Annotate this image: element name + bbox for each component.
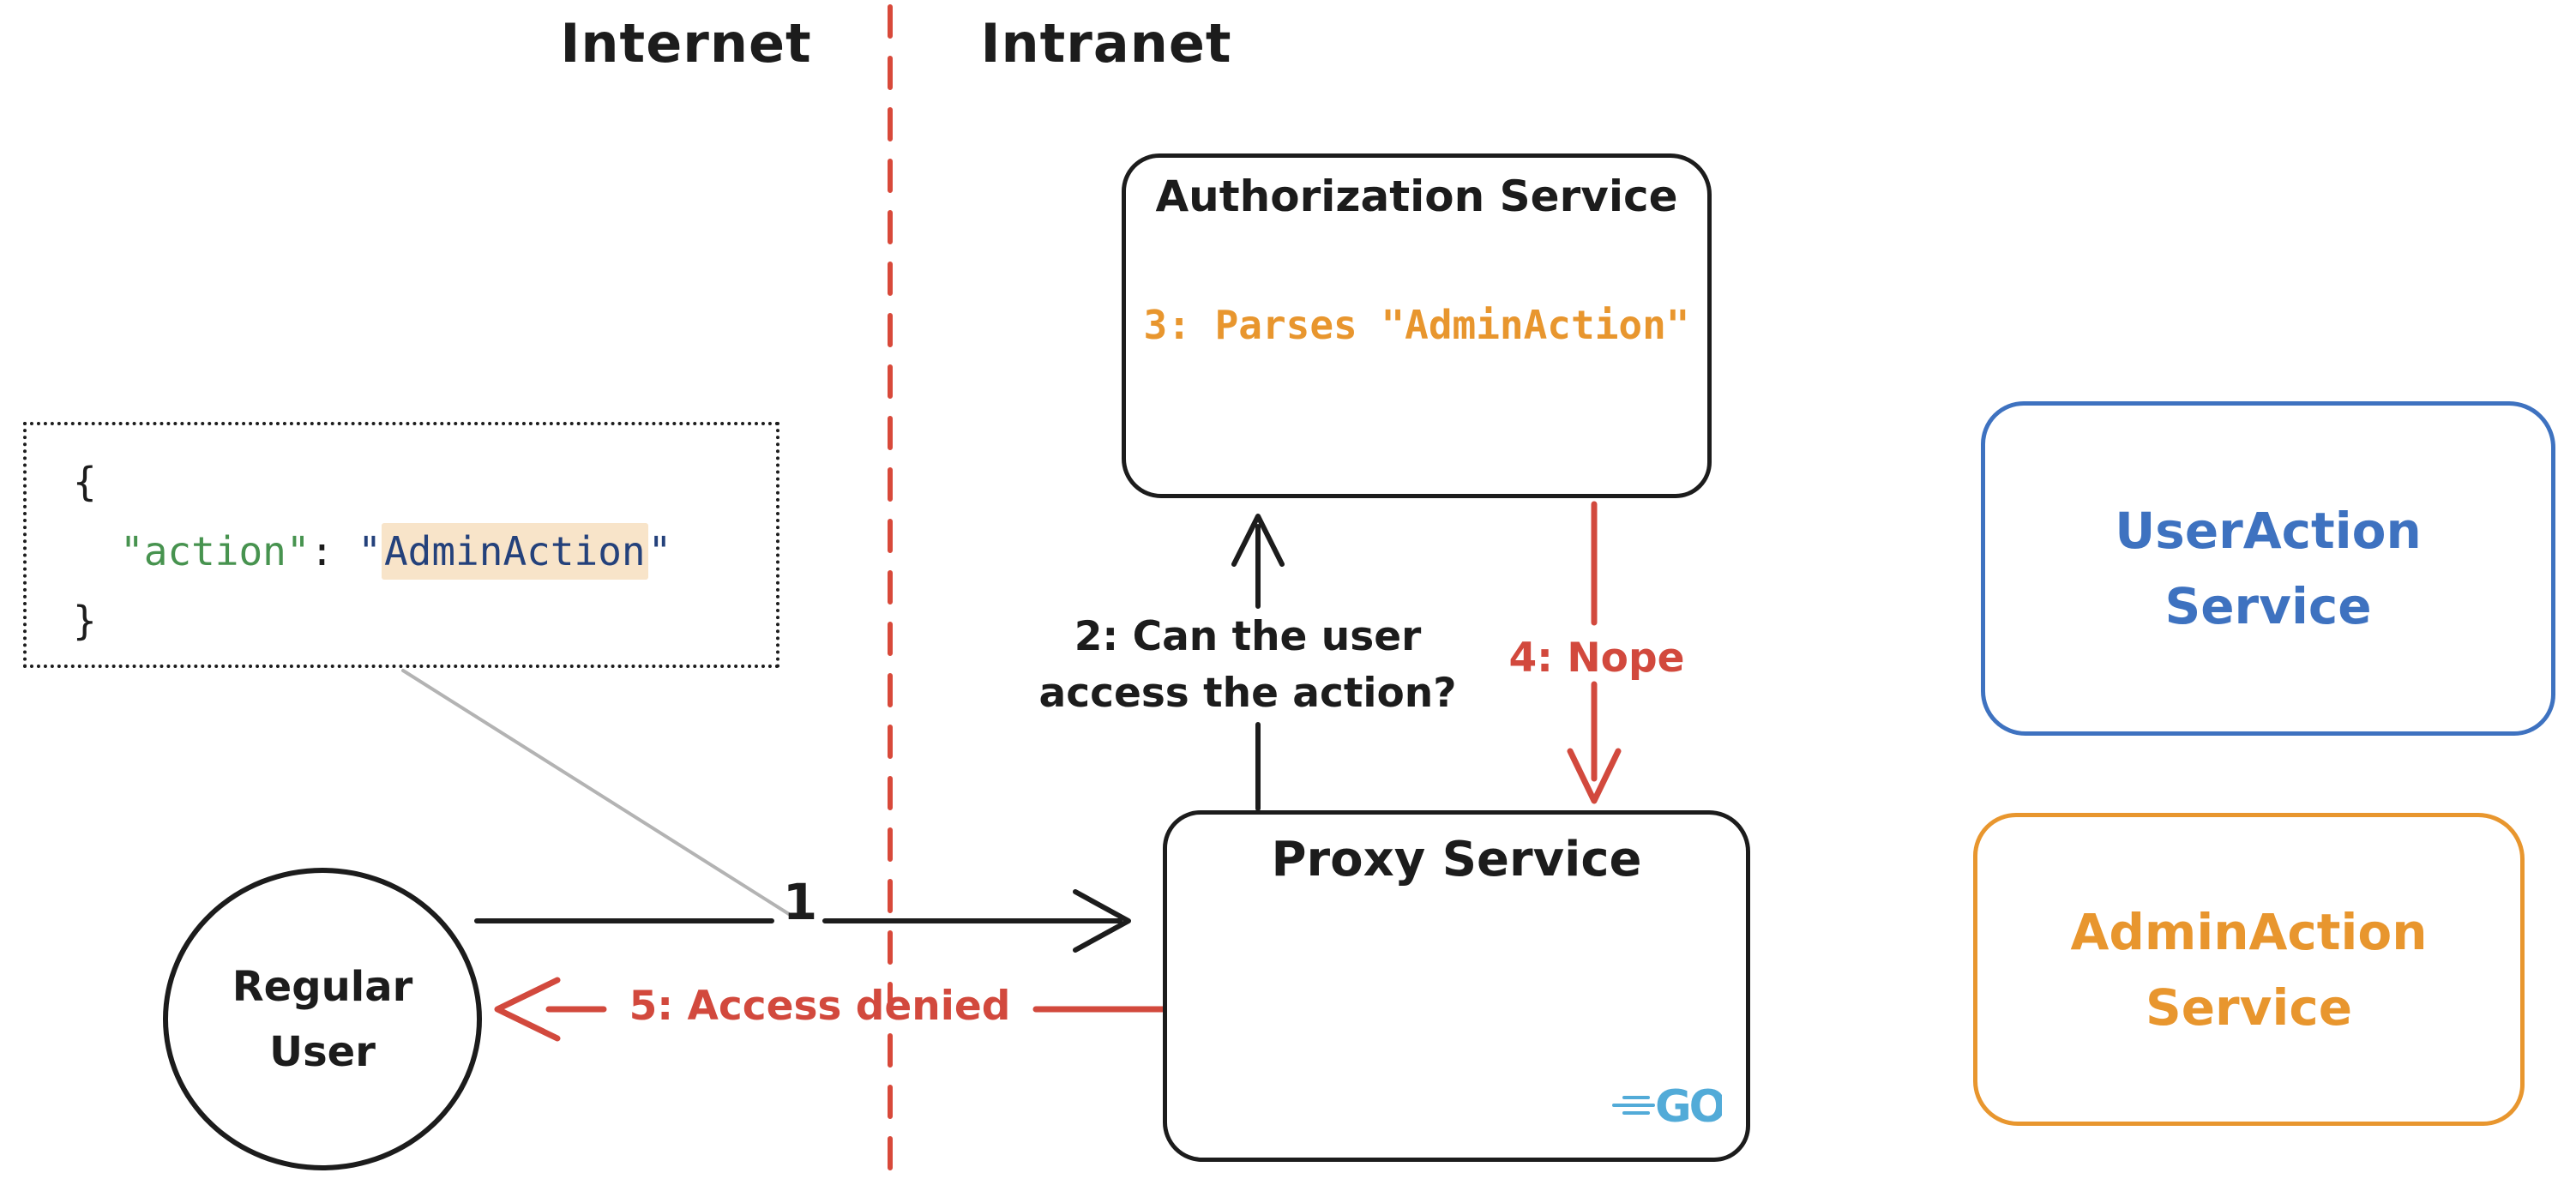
payload-close-brace: } (73, 598, 97, 644)
internet-zone-label: Internet (560, 12, 812, 75)
authorization-service-title: Authorization Service (1155, 171, 1678, 221)
step2-label: 2: Can the user access the action? (1016, 609, 1479, 722)
arrow-4-head (1567, 748, 1622, 804)
payload-close-quote: " (647, 528, 672, 574)
arrow-5-head (494, 977, 561, 1042)
payload-open-quote: " (358, 528, 382, 574)
payload-connector-line (401, 669, 791, 916)
useraction-service-label-line1: UserAction (2115, 502, 2422, 560)
go-language-logo-icon: GO (1612, 1081, 1722, 1132)
proxy-service-title: Proxy Service (1271, 832, 1642, 887)
regular-user-node: Regular User (163, 868, 482, 1170)
payload-open-brace: { (73, 459, 97, 505)
payload-line-open: { (73, 448, 776, 517)
payload-colon: : (310, 528, 334, 574)
adminaction-service-label-line1: AdminAction (2070, 902, 2428, 961)
go-logo-text: GO (1655, 1081, 1722, 1132)
intranet-zone-label: Intranet (980, 12, 1232, 75)
arrow-2-head (1231, 514, 1285, 567)
arrow-1-head (1073, 889, 1131, 953)
payload-key: "action" (120, 528, 310, 574)
adminaction-service-label-line2: Service (2145, 977, 2353, 1037)
step2-label-line2: access the action? (1038, 670, 1457, 717)
useraction-service-node: UserAction Service (1981, 401, 2555, 736)
proxy-service-node: Proxy Service GO (1163, 810, 1750, 1162)
useraction-service-label-line2: Service (2164, 577, 2372, 635)
regular-user-label-line2: User (269, 1027, 376, 1076)
authorization-service-node: Authorization Service 3: Parses "AdminAc… (1122, 153, 1712, 498)
step5-label: 5: Access denied (629, 983, 1011, 1030)
payload-line-action: "action": "AdminAction" (73, 517, 776, 586)
adminaction-service-node: AdminAction Service (1973, 813, 2525, 1126)
regular-user-label-line1: Regular (232, 962, 413, 1011)
step1-label: 1 (782, 873, 818, 931)
payload-line-close: } (73, 586, 776, 656)
payload-value-highlighted: AdminAction (381, 523, 648, 580)
request-payload-box: { "action": "AdminAction" } (23, 422, 779, 668)
authorization-parse-note: 3: Parses "AdminAction" (1143, 302, 1690, 348)
step4-label: 4: Nope (1508, 635, 1685, 682)
step2-label-line1: 2: Can the user (1074, 613, 1422, 660)
